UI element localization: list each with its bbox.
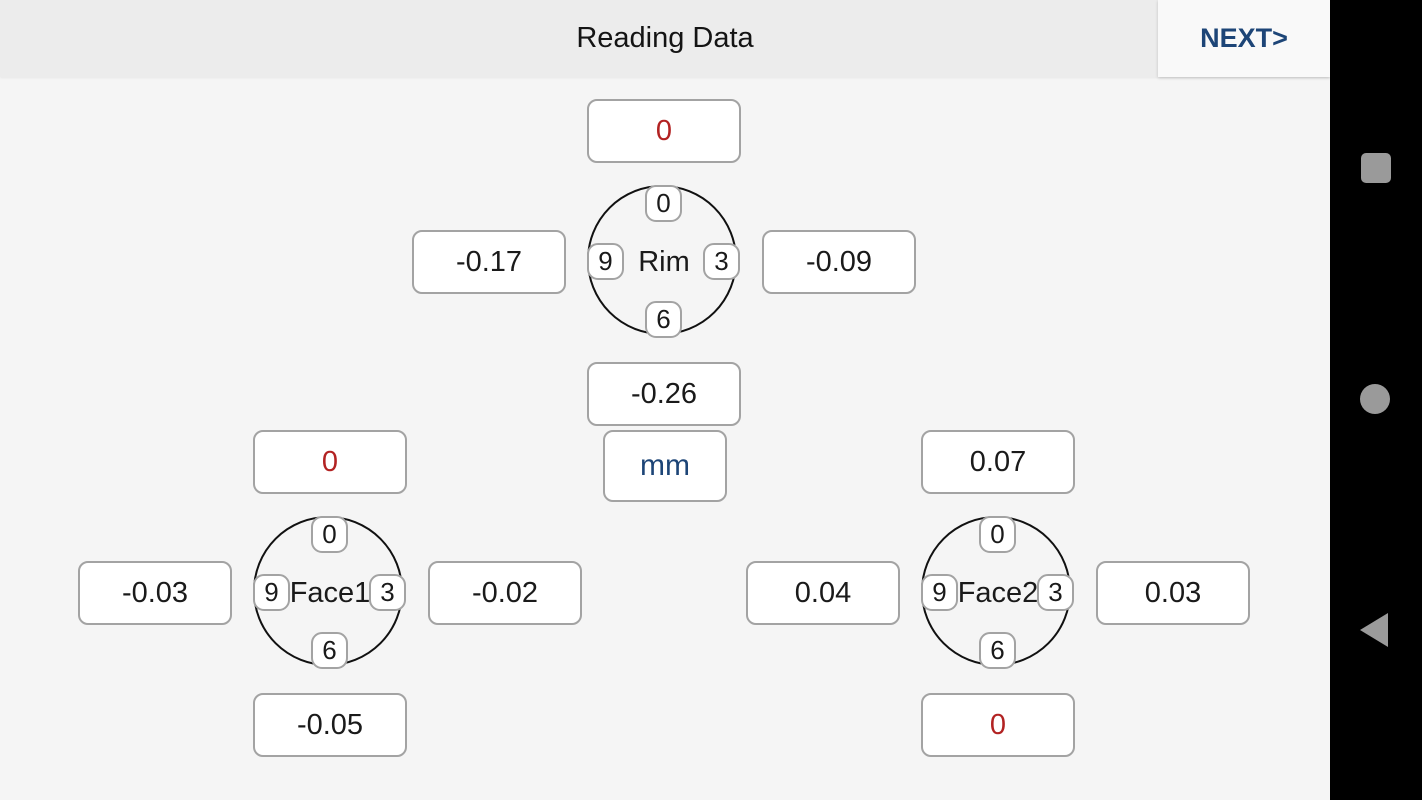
rim-position-0[interactable]: 0	[645, 185, 682, 222]
face1-dial-group: 0 -0.03 -0.02 -0.05 Face1 0 9 3 6	[78, 430, 582, 757]
rim-value-0-oclock[interactable]: 0	[587, 99, 741, 163]
rim-dial-label: Rim	[638, 245, 690, 278]
face1-value-9-oclock[interactable]: -0.03	[78, 561, 232, 625]
recents-square-icon[interactable]	[1361, 153, 1391, 183]
android-nav-bar	[1330, 0, 1422, 800]
face2-position-6[interactable]: 6	[979, 632, 1016, 669]
next-button[interactable]: NEXT>	[1158, 0, 1330, 77]
face2-position-0[interactable]: 0	[979, 516, 1016, 553]
face2-value-3-oclock[interactable]: 0.03	[1096, 561, 1250, 625]
face1-position-6[interactable]: 6	[311, 632, 348, 669]
face1-position-3[interactable]: 3	[369, 574, 406, 611]
rim-value-3-oclock[interactable]: -0.09	[762, 230, 916, 294]
face2-value-6-oclock[interactable]: 0	[921, 693, 1075, 757]
face2-dial-group: 0.07 0.04 0.03 0 Face2 0 9 3 6	[746, 430, 1250, 757]
face2-position-3[interactable]: 3	[1037, 574, 1074, 611]
rim-value-9-oclock[interactable]: -0.17	[412, 230, 566, 294]
face2-value-9-oclock[interactable]: 0.04	[746, 561, 900, 625]
face2-dial-label: Face2	[957, 576, 1039, 609]
page-title: Reading Data	[576, 22, 754, 54]
face1-position-0[interactable]: 0	[311, 516, 348, 553]
face1-value-6-oclock[interactable]: -0.05	[253, 693, 407, 757]
rim-value-6-oclock[interactable]: -0.26	[587, 362, 741, 426]
rim-position-9[interactable]: 9	[587, 243, 624, 280]
rim-position-3[interactable]: 3	[703, 243, 740, 280]
home-circle-icon[interactable]	[1360, 384, 1390, 414]
face1-value-3-oclock[interactable]: -0.02	[428, 561, 582, 625]
face1-dial-label: Face1	[289, 576, 371, 609]
face1-position-9[interactable]: 9	[253, 574, 290, 611]
header-bar: Reading Data	[0, 0, 1330, 77]
back-triangle-icon[interactable]	[1360, 613, 1388, 647]
rim-dial-group: 0 -0.17 -0.09 -0.26 Rim 0 9 3 6	[412, 99, 916, 426]
face2-position-9[interactable]: 9	[921, 574, 958, 611]
unit-mm-button[interactable]: mm	[603, 430, 727, 502]
face1-value-0-oclock[interactable]: 0	[253, 430, 407, 494]
face2-value-0-oclock[interactable]: 0.07	[921, 430, 1075, 494]
rim-position-6[interactable]: 6	[645, 301, 682, 338]
